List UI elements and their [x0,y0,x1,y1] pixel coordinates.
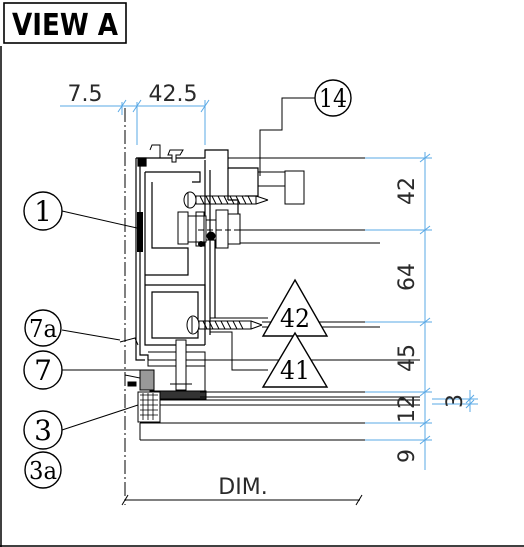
dim-45: 45 [395,344,420,372]
callout-1: 1 [23,191,63,231]
sheet-frame [0,46,524,547]
dim-label: DIM. [218,475,267,500]
top-dimensions [60,99,210,145]
callout-3-label: 3 [34,414,52,447]
callout-7a-label: 7a [29,315,57,343]
callout-3a-label: 3a [29,457,57,485]
callout-7: 7 [23,350,63,390]
callout-3: 3 [23,410,63,450]
view-title: VIEW A [12,8,119,43]
dim-12: 12 [395,395,420,423]
top-screw [149,144,184,163]
tag-42: 42 [261,278,329,337]
panel-bottom [119,337,207,423]
view-title-box: VIEW A [3,2,127,44]
tag-41: 41 [261,331,329,388]
callout-3a: 3a [24,451,62,489]
dim-7-5: 7.5 [68,82,103,107]
right-dimensions [365,152,478,470]
dim-9: 9 [395,449,420,463]
callout-7a: 7a [24,309,62,347]
callout-leaders [61,97,315,431]
tag-42-label: 42 [280,304,310,333]
fastener-14 [258,170,305,205]
screw-upper [183,191,269,209]
dim-64: 64 [395,263,420,291]
callout-14: 14 [314,79,352,117]
dim-42: 42 [395,177,420,205]
screw-lower [186,315,263,335]
dim-3: 3 [443,394,468,408]
tag-41-label: 41 [280,356,310,385]
bottom-dimension [121,494,363,506]
callout-14-label: 14 [319,84,347,113]
dim-42-5: 42.5 [149,82,198,107]
callout-7-label: 7 [34,354,52,387]
frame-profile [135,149,259,361]
bolt-assembly [177,209,242,249]
gasket-1 [137,212,143,252]
callout-1-label: 1 [34,195,52,228]
